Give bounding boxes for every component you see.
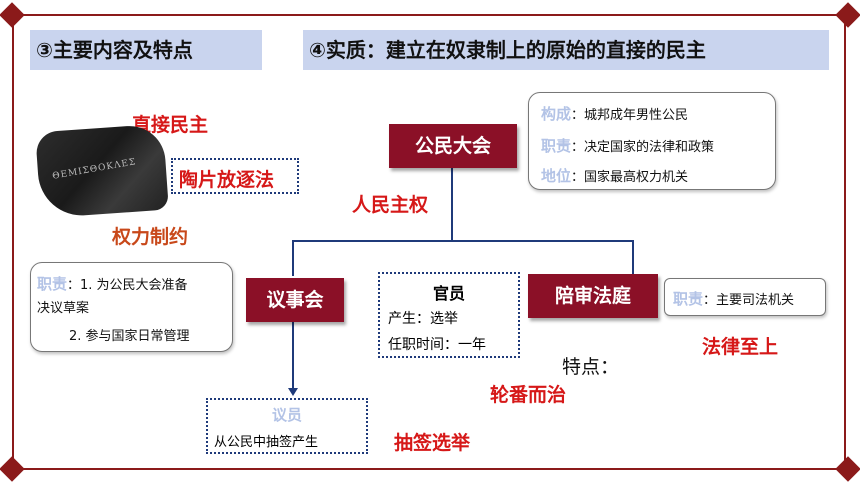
councilors-title: 议员 [271, 406, 302, 424]
tablet-inscription: ΘΕΜΙΣΘΟΚΛΕΣ [51, 157, 138, 182]
section3-header: ③主要内容及特点 [30, 30, 262, 70]
assembly-status-text: ：国家最高权力机关 [571, 170, 689, 185]
rotation-label: 轮番而治 [490, 384, 567, 406]
rule-of-law-label: 法律至上 [702, 336, 779, 358]
assembly-duty-key: 职责 [541, 137, 572, 155]
connector-horizontal [292, 240, 634, 242]
officials-title: 官员 [432, 284, 465, 303]
court-info-box: 职责：主要司法机关 [664, 278, 826, 316]
assembly-duty-text: ：决定国家的法律和政策 [571, 140, 715, 155]
councilors-text: 从公民中抽签产生 [214, 435, 319, 450]
assembly-composition-key: 构成 [541, 105, 572, 123]
council-duty-key: 职责 [37, 275, 68, 293]
direct-democracy-label: 直接民主 [132, 114, 209, 136]
council-duty-line1: ：1. 为公民大会准备 [67, 278, 188, 293]
slide-frame [12, 14, 846, 470]
court-duty-key: 职责 [673, 290, 704, 308]
popular-sovereignty-label: 人民主权 [352, 194, 429, 216]
officials-box: 官员 产生：选举 任职时间：一年 [378, 272, 520, 358]
assembly-node: 公民大会 [389, 124, 517, 168]
court-node: 陪审法庭 [528, 274, 658, 318]
connector-vertical-main [451, 168, 453, 242]
section4-header: ④实质：建立在奴隶制上的原始的直接的民主 [303, 30, 829, 70]
ostracism-box: 陶片放逐法 [171, 158, 299, 194]
power-check-label: 权力制约 [112, 226, 189, 248]
connector-left-drop [292, 240, 294, 276]
councilors-box: 议员 从公民中抽签产生 [206, 398, 368, 454]
ostracism-label: 陶片放逐法 [179, 169, 275, 191]
council-duties-box: 职责：1. 为公民大会准备 决议草案 2. 参与国家日常管理 [30, 262, 233, 352]
assembly-composition-text: ：城邦成年男性公民 [571, 108, 689, 123]
council-duty-line2: 2. 参与国家日常管理 [69, 329, 190, 344]
ostracon-image: ΘΕΜΙΣΘΟΚΛΕΣ [35, 123, 169, 219]
assembly-status-key: 地位 [541, 167, 572, 185]
connector-right-drop [632, 240, 634, 274]
features-label: 特点： [562, 356, 620, 378]
officials-origin: 产生：选举 [388, 311, 458, 327]
connector-council-down [292, 318, 294, 388]
court-duty-text: ：主要司法机关 [703, 293, 795, 308]
council-node: 议事会 [246, 278, 344, 322]
officials-term: 任职时间：一年 [388, 337, 486, 353]
arrow-down-icon [288, 388, 298, 396]
lottery-label: 抽签选举 [394, 432, 471, 454]
assembly-info-box: 构成：城邦成年男性公民 职责：决定国家的法律和政策 地位：国家最高权力机关 [528, 92, 776, 190]
council-duty-line1b: 决议草案 [37, 301, 90, 316]
